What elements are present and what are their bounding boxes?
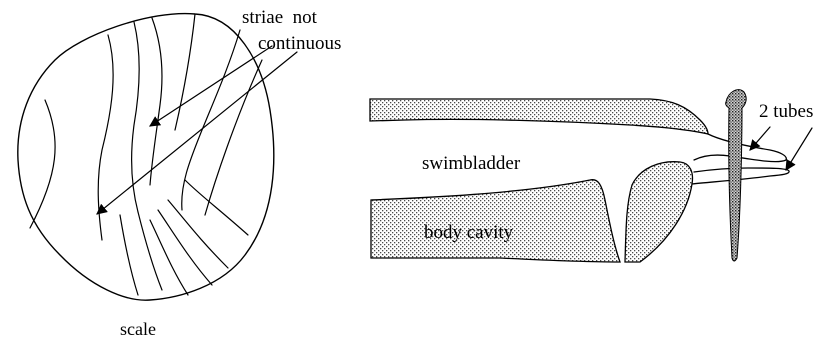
scale-caption: scale [120,319,156,339]
needle [726,90,747,261]
swimbladder-label: swimbladder [422,153,521,174]
septum-wedge [625,162,693,262]
striae-label-line1: striae not [242,7,318,28]
pointer-arrow-lower [97,52,297,214]
dorsal-body-wall [370,99,708,134]
body-cavity-mass [371,180,620,262]
swimbladder-panel: 2 tubes swimbladder body cavity [370,90,813,262]
scale-striae [30,14,262,295]
tube-arrow-lower [786,128,812,170]
tube-arrow-upper [750,127,770,150]
striae-label-line2: continuous [258,33,341,54]
body-cavity-label: body cavity [424,222,514,243]
pointer-arrow-upper [150,46,272,126]
scale-panel: striae not continuous scale [18,7,342,339]
scale-outline [18,14,274,301]
tubes-label: 2 tubes [759,101,813,122]
